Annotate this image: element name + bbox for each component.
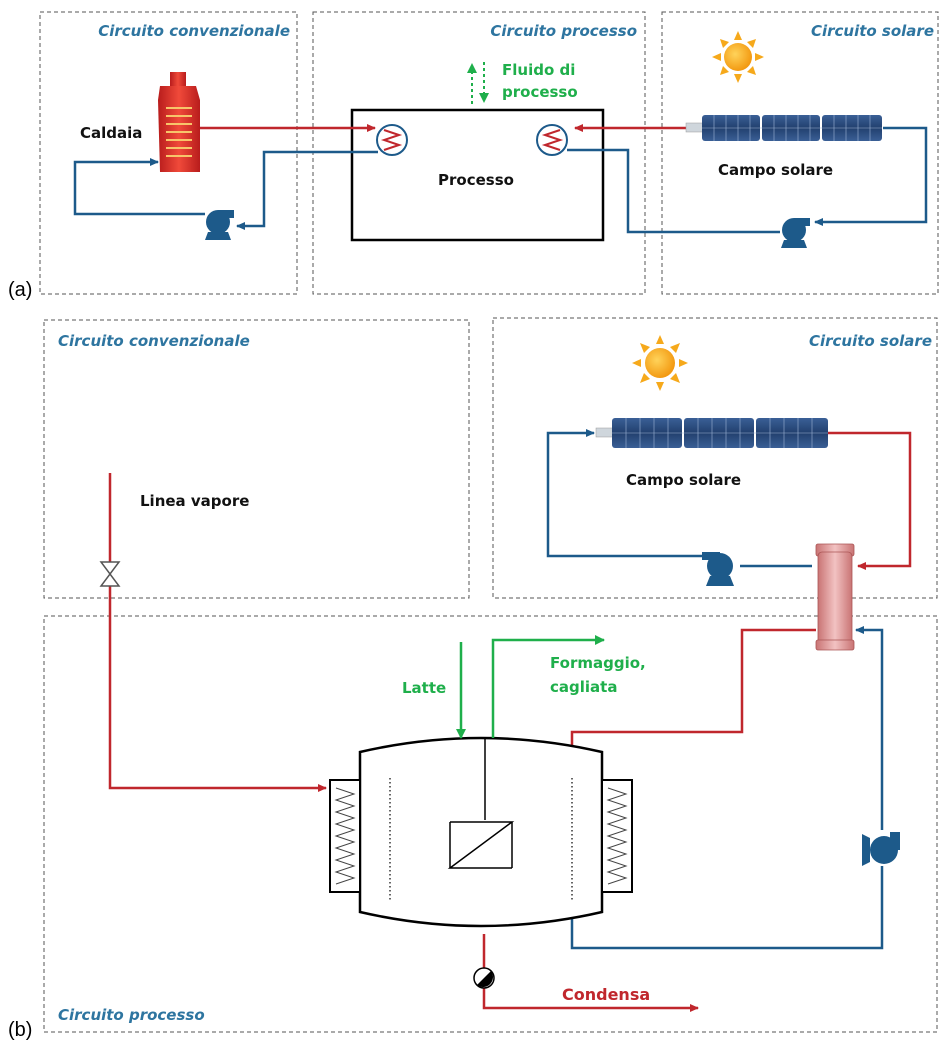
box-a-conventional-title: Circuito convenzionale (98, 22, 290, 40)
pump-icon (862, 832, 900, 866)
conventional-loop-pipes (73, 124, 378, 230)
sun-icon (712, 31, 764, 83)
panel-b-tag: (b) (8, 1019, 32, 1041)
valve-icon (99, 561, 121, 587)
panel-a: Circuito convenzionale Circuito processo… (8, 11, 939, 301)
solar-panel-icon (685, 115, 882, 141)
box-a-solar-title: Circuito solare (811, 22, 934, 40)
box-b-process-title: Circuito processo (58, 1006, 205, 1024)
box-b-process (43, 615, 938, 1033)
cheese-outlet-arrow (491, 635, 605, 738)
box-b-conventional (43, 319, 470, 599)
box-b-solar (492, 317, 938, 599)
heat-exchanger-left-icon (376, 124, 408, 156)
cheese-vat-icon (329, 736, 633, 928)
process-fluid-arrows (467, 62, 489, 104)
sun-icon (632, 335, 688, 391)
process-box (350, 108, 605, 242)
solar-panel-icon (595, 418, 828, 448)
steam-line-label: Linea vapore (140, 492, 249, 510)
condensate-label: Condensa (562, 985, 650, 1004)
steam-trap-icon (473, 967, 495, 989)
cheese-label-line2: cagliata (550, 678, 617, 696)
panel-b: Circuito convenzionale Circuito solare C… (8, 317, 938, 1041)
box-a-conventional (39, 11, 298, 295)
process-fluid-label-line2: processo (502, 83, 578, 101)
boiler-label: Caldaia (80, 124, 142, 142)
pump-icon (205, 210, 234, 240)
box-a-solar (661, 11, 939, 295)
process-fluid-label-line1: Fluido di (502, 61, 575, 79)
solar-field-label-a: Campo solare (718, 161, 833, 179)
cheese-label-line1: Formaggio, (550, 654, 646, 672)
heat-exchanger-right-icon (536, 124, 568, 156)
solar-loop-pipes-a (567, 124, 928, 234)
process-label: Processo (438, 171, 514, 189)
steam-line-pipe (108, 473, 327, 792)
milk-label: Latte (402, 679, 446, 697)
pump-icon (781, 218, 810, 248)
box-b-solar-title: Circuito solare (809, 332, 932, 350)
box-b-conventional-title: Circuito convenzionale (58, 332, 250, 350)
condensate-pipe (482, 934, 699, 1012)
solar-loop-pipes-b (546, 429, 912, 570)
box-a-process-title: Circuito processo (490, 22, 637, 40)
solar-field-label-b: Campo solare (626, 471, 741, 489)
heat-exchanger-vertical-icon (815, 543, 855, 651)
boiler-icon (158, 72, 200, 172)
panel-a-tag: (a) (8, 279, 32, 301)
pump-icon (702, 552, 734, 586)
